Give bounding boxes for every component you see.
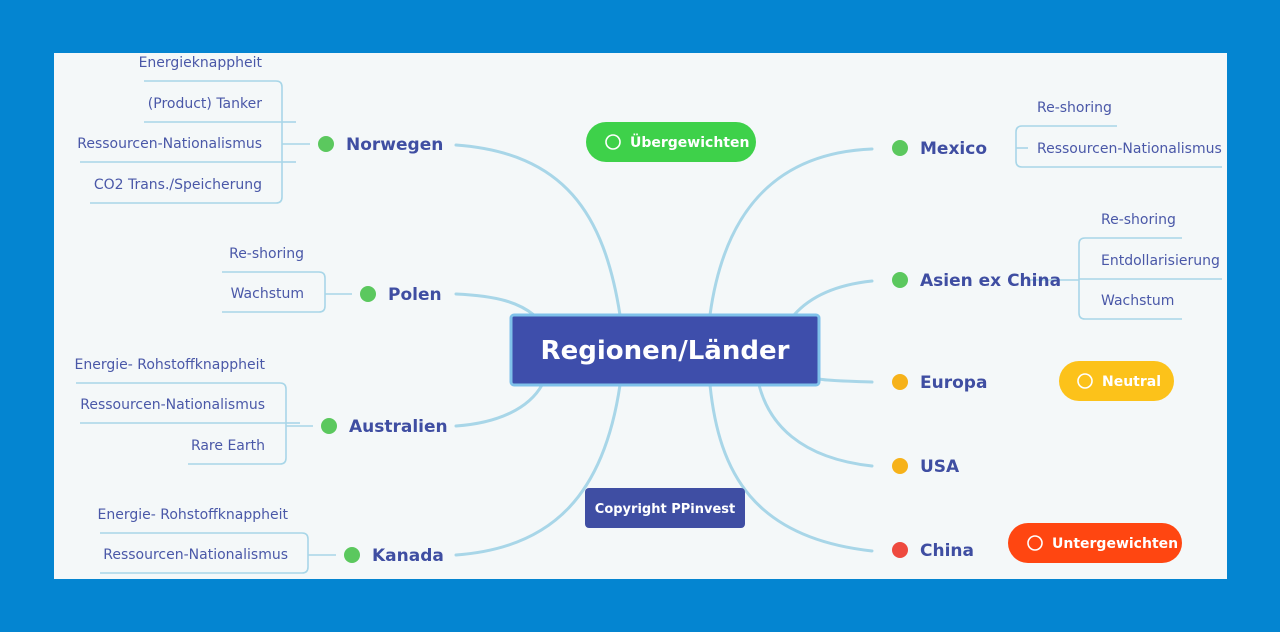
topic-label: Wachstum <box>231 286 304 302</box>
topic-norwegen-4[interactable]: CO2 Trans./Speicherung <box>90 177 276 204</box>
bracket-kanada <box>301 532 309 574</box>
topic-polen-1[interactable]: Re-shoring <box>222 246 319 273</box>
topic-australien-3[interactable]: Rare Earth <box>188 438 280 465</box>
branch-asien-ex-china <box>792 279 874 317</box>
topic-label: Energie- Rohstoffknappheit <box>75 357 266 373</box>
bracket-norwegen <box>275 80 283 204</box>
branch-lines <box>454 143 874 557</box>
status-dot-icon <box>892 374 908 390</box>
branch-europa <box>817 377 874 384</box>
topic-labels: Energieknappheit (Product) TankerRessourc… <box>75 55 1222 574</box>
topic-norwegen-2[interactable]: (Product) Tanker <box>144 96 296 123</box>
bracket-polen <box>318 271 326 313</box>
country-node-usa[interactable]: USA <box>892 457 960 477</box>
country-label-norwegen: Norwegen <box>346 135 443 155</box>
country-node-asien-ex-china[interactable]: Asien ex China <box>892 271 1061 291</box>
topic-label: Ressourcen-Nationalismus <box>80 397 265 413</box>
circle-outline-icon <box>1077 373 1093 389</box>
topic-polen-2[interactable]: Wachstum <box>222 286 319 313</box>
copyright-background <box>585 488 745 528</box>
legend-underweight-box <box>1008 523 1182 563</box>
topic-label: Energieknappheit <box>139 55 263 71</box>
branch-mexico <box>708 147 874 317</box>
country-label-usa: USA <box>920 457 960 477</box>
status-dot-icon <box>892 542 908 558</box>
status-dot-icon <box>360 286 376 302</box>
topic-asien-ex-china-2[interactable]: Entdollarisierung <box>1079 253 1222 280</box>
bracket-mexico <box>1015 125 1023 168</box>
country-node-china[interactable]: China <box>892 541 974 561</box>
branch-kanada <box>454 383 622 557</box>
country-label-australien: Australien <box>349 417 448 437</box>
topic-label: Ressourcen-Nationalismus <box>1037 141 1222 157</box>
topic-label: Wachstum <box>1101 293 1174 309</box>
topic-label: CO2 Trans./Speicherung <box>94 177 262 193</box>
status-dot-icon <box>321 418 337 434</box>
topic-mexico-1[interactable]: Re-shoring <box>1022 100 1117 127</box>
branch-australien <box>454 383 544 428</box>
country-node-mexico[interactable]: Mexico <box>892 139 987 159</box>
country-node-polen[interactable]: Polen <box>360 285 442 305</box>
status-dot-icon <box>892 140 908 156</box>
country-label-polen: Polen <box>388 285 442 305</box>
topic-mexico-2[interactable]: Ressourcen-Nationalismus <box>1022 141 1222 168</box>
topic-label: Re-shoring <box>1037 100 1112 116</box>
topic-label: Energie- Rohstoffknappheit <box>98 507 289 523</box>
status-dot-icon <box>318 136 334 152</box>
topic-asien-ex-china-1[interactable]: Re-shoring <box>1085 212 1182 239</box>
country-node-australien[interactable]: Australien <box>321 417 448 437</box>
circle-outline-icon <box>605 134 621 150</box>
country-node-norwegen[interactable]: Norwegen <box>318 135 443 155</box>
legend-underweight-label: Untergewichten <box>1052 536 1178 552</box>
topic-label: Re-shoring <box>1101 212 1176 228</box>
topic-norwegen-3[interactable]: Ressourcen-Nationalismus <box>77 136 296 163</box>
legend-neutral-pill[interactable]: Neutral <box>1059 361 1174 401</box>
legend-overweight-box <box>586 122 756 162</box>
circle-outline-icon <box>1027 535 1043 551</box>
country-label-asien-ex-china: Asien ex China <box>920 271 1061 291</box>
branch-polen <box>454 292 536 317</box>
center-node-label: Regionen/Länder <box>541 336 790 366</box>
legend-underweight-pill[interactable]: Untergewichten <box>1008 523 1182 563</box>
branch-norwegen <box>454 143 622 317</box>
topic-label: Entdollarisierung <box>1101 253 1220 269</box>
status-dot-icon <box>344 547 360 563</box>
country-label-mexico: Mexico <box>920 139 987 159</box>
topic-label: Re-shoring <box>229 246 304 262</box>
branch-usa <box>757 383 874 468</box>
legend-overweight-label: Übergewichten <box>630 133 749 151</box>
status-dot-icon <box>892 458 908 474</box>
topic-label: (Product) Tanker <box>148 96 262 112</box>
topic-asien-ex-china-3[interactable]: Wachstum <box>1085 293 1182 320</box>
center-node-box <box>509 313 821 387</box>
topic-kanada-2[interactable]: Ressourcen-Nationalismus <box>100 547 302 574</box>
topic-label: Ressourcen-Nationalismus <box>77 136 262 152</box>
center-node[interactable]: Regionen/Länder <box>509 313 821 387</box>
country-label-china: China <box>920 541 974 561</box>
topic-kanada-1[interactable]: Energie- Rohstoffknappheit <box>98 507 302 534</box>
copyright-label: Copyright PPinvest <box>595 502 735 517</box>
country-label-kanada: Kanada <box>372 546 444 566</box>
branch-china <box>708 383 874 553</box>
topic-label: Rare Earth <box>191 438 265 454</box>
topic-australien-2[interactable]: Ressourcen-Nationalismus <box>80 397 300 424</box>
legend-neutral-label: Neutral <box>1102 374 1161 390</box>
topic-norwegen-1[interactable]: Energieknappheit <box>139 55 276 82</box>
legend-neutral-box <box>1059 361 1174 401</box>
mindmap-diagram: Energieknappheit (Product) TankerRessourc… <box>75 55 1222 574</box>
country-node-europa[interactable]: Europa <box>892 373 987 393</box>
country-node-kanada[interactable]: Kanada <box>344 546 444 566</box>
legend-overweight-pill[interactable]: Übergewichten <box>586 122 756 162</box>
status-dot-icon <box>892 272 908 288</box>
country-label-europa: Europa <box>920 373 987 393</box>
topic-label: Ressourcen-Nationalismus <box>103 547 288 563</box>
topic-australien-1[interactable]: Energie- Rohstoffknappheit <box>75 357 280 384</box>
copyright-box: Copyright PPinvest <box>585 488 745 528</box>
